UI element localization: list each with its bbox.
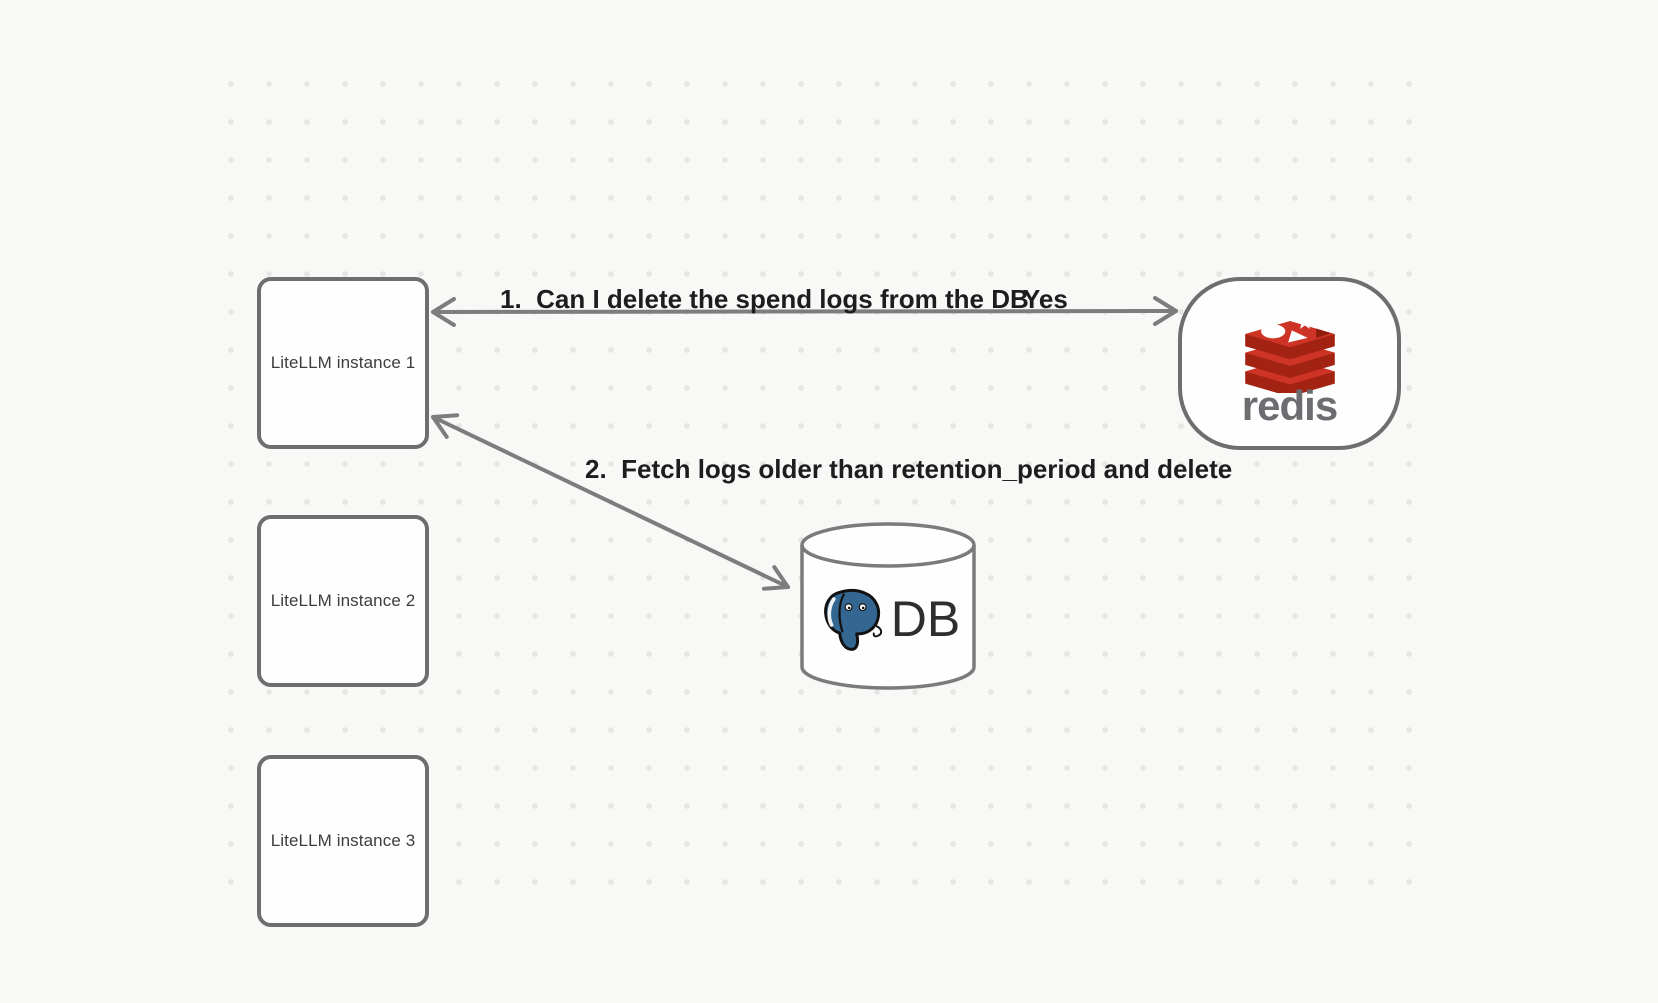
database-label: DB <box>890 591 961 647</box>
node-database-cylinder[interactable] <box>798 519 978 695</box>
node-litellm-instance-1[interactable]: LiteLLM instance 1 <box>257 277 429 449</box>
node-litellm-instance-3[interactable]: LiteLLM instance 3 <box>257 755 429 927</box>
redis-wordmark: redis <box>1241 381 1338 429</box>
redis-star-shape <box>1296 313 1313 329</box>
redis-ellipse-shape <box>1260 323 1285 338</box>
redis-triangle-shape <box>1287 329 1308 343</box>
redis-cubes-icon <box>1244 313 1335 393</box>
edge-db-fetch-label[interactable]: 2. Fetch logs older than retention_perio… <box>585 454 1233 484</box>
node-litellm-instance-2-label: LiteLLM instance 2 <box>270 591 416 610</box>
node-litellm-instance-2[interactable]: LiteLLM instance 2 <box>257 515 429 687</box>
edge-redis-query-response-label[interactable]: Yes <box>1023 284 1068 314</box>
redis-notch-shape <box>1315 328 1331 338</box>
database-content: DB <box>806 578 970 660</box>
node-litellm-instance-3-label: LiteLLM instance 3 <box>270 831 416 850</box>
edge-db-fetch-arrow[interactable] <box>431 413 790 591</box>
edge-redis-query-label[interactable]: 1. Can I delete the spend logs from the … <box>500 284 1029 314</box>
node-redis[interactable]: redis <box>1178 277 1401 450</box>
node-litellm-instance-1-label: LiteLLM instance 1 <box>270 353 416 372</box>
postgresql-elephant-icon <box>823 589 882 651</box>
edge-redis-query-arrow[interactable] <box>431 296 1178 327</box>
